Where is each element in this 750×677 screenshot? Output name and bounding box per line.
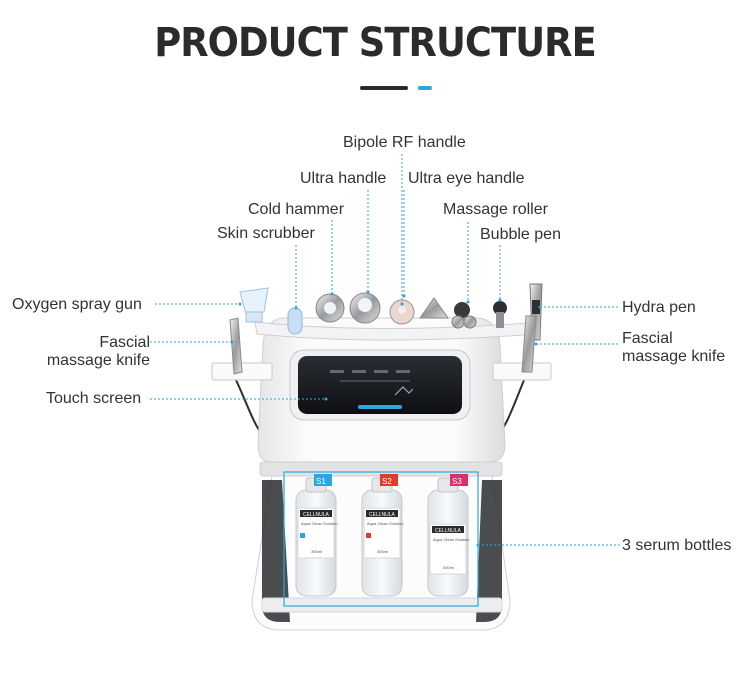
label-massage-roller: Massage roller <box>443 201 548 218</box>
label-ultra-handle: Ultra handle <box>300 170 387 187</box>
label-fascial-massage-knife-left: Fascial massage knife <box>20 334 150 370</box>
skin-scrubber <box>287 307 303 335</box>
bottle-product-1: Aqua Clean Solution <box>301 521 337 526</box>
massage-roller <box>451 302 477 329</box>
machine-band <box>259 461 503 477</box>
bottle-volume-3: 300ml <box>443 565 454 570</box>
bottle-tag-s1 <box>314 474 332 486</box>
label-bipole-rf-handle: Bipole RF handle <box>343 134 466 151</box>
bottle-tag-text-3: S3 <box>452 477 462 486</box>
title-underline-dark <box>360 86 408 90</box>
label-hydra-pen: Hydra pen <box>622 299 696 316</box>
label-cold-hammer: Cold hammer <box>248 201 345 218</box>
label-serum-bottles: 3 serum bottles <box>622 537 732 554</box>
title-underline-accent <box>418 86 432 90</box>
bottle-product-2: Aqua Clean Solution <box>367 521 403 526</box>
oxygen-spray-gun <box>239 287 269 323</box>
bubble-pen <box>493 301 507 328</box>
serum-bottles-outline <box>283 471 479 607</box>
touch-screen-device <box>289 349 471 421</box>
right-fascial-massage-knife <box>521 315 537 373</box>
label-fascial-right-line1: Fascial <box>622 330 673 347</box>
bottle-brand-3: CELLNULA <box>435 528 462 534</box>
left-fascial-massage-knife <box>229 317 243 375</box>
label-skin-scrubber: Skin scrubber <box>217 225 315 242</box>
bottle-tag-s2 <box>380 474 398 486</box>
bottle-tag-s3 <box>450 474 468 486</box>
label-ultra-eye-handle: Ultra eye handle <box>408 170 525 187</box>
cold-hammer <box>315 293 345 323</box>
leader-dots <box>230 290 542 547</box>
bottle-brand-2: CELLNULA <box>369 512 396 518</box>
bottle-tag-text-2: S2 <box>382 477 392 486</box>
label-touch-screen: Touch screen <box>46 390 142 407</box>
label-fascial-massage-knife-right: Fascial massage knife <box>622 330 725 366</box>
bipole-rf-handle <box>389 299 415 325</box>
label-fascial-right-line2: massage knife <box>622 348 726 365</box>
bottle-product-3: Aqua Clean Solution <box>433 537 469 542</box>
label-fascial-left-line2: massage knife <box>46 352 150 369</box>
bottle-brand-1: CELLNULA <box>303 512 330 518</box>
leader-lines <box>150 154 620 546</box>
label-fascial-left-line1: Fascial <box>99 334 150 351</box>
serum-bottle-3 <box>427 477 469 597</box>
ultra-handle <box>349 292 381 324</box>
serum-bottle-2 <box>361 477 403 597</box>
label-oxygen-spray-gun: Oxygen spray gun <box>12 296 142 313</box>
page-title: PRODUCT STRUCTURE <box>154 20 597 66</box>
bottle-tags <box>314 474 468 486</box>
bottle-volume-1: 300ml <box>311 549 322 554</box>
bottle-volume-2: 300ml <box>377 549 388 554</box>
serum-bottle-1 <box>295 477 337 597</box>
bottle-tag-text-1: S1 <box>316 477 326 486</box>
ultra-eye-handle <box>419 297 449 319</box>
label-bubble-pen: Bubble pen <box>480 226 561 243</box>
